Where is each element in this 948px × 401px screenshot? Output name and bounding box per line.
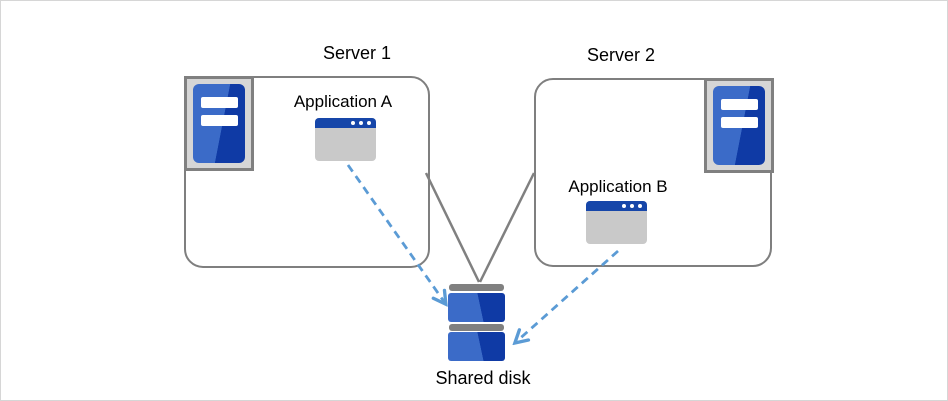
application-b-label: Application B (568, 177, 668, 196)
server-drive-slot (201, 97, 238, 108)
window-titlebar (586, 201, 647, 211)
window-dot (638, 204, 642, 208)
server-tower-icon (704, 78, 774, 173)
disk-cap (449, 324, 504, 331)
server-drive-slot (721, 99, 758, 110)
disk-cap (449, 284, 504, 291)
window-titlebar (315, 118, 376, 128)
shared-disk-label: Shared disk (435, 368, 531, 388)
window-buttons-icon (622, 204, 642, 208)
server-tower-body (193, 84, 245, 163)
server1-label: Server 1 (322, 43, 392, 63)
connector-server1-disk (424, 172, 481, 283)
window-dot (622, 204, 626, 208)
application-a-label: Application A (293, 92, 393, 111)
window-dot (359, 121, 363, 125)
server2-label: Server 2 (586, 45, 656, 65)
server-tower-body (713, 86, 765, 165)
server-drive-slot (721, 117, 758, 128)
window-buttons-icon (351, 121, 371, 125)
server-tower-icon (184, 76, 254, 171)
server-drive-slot (201, 115, 238, 126)
disk-platter (448, 293, 505, 322)
window-dot (351, 121, 355, 125)
connector-server2-disk (478, 172, 536, 283)
application-window-icon (586, 201, 647, 244)
disk-stack-icon (448, 284, 505, 361)
disk-platter (448, 332, 505, 361)
application-window-icon (315, 118, 376, 161)
window-dot (630, 204, 634, 208)
window-dot (367, 121, 371, 125)
